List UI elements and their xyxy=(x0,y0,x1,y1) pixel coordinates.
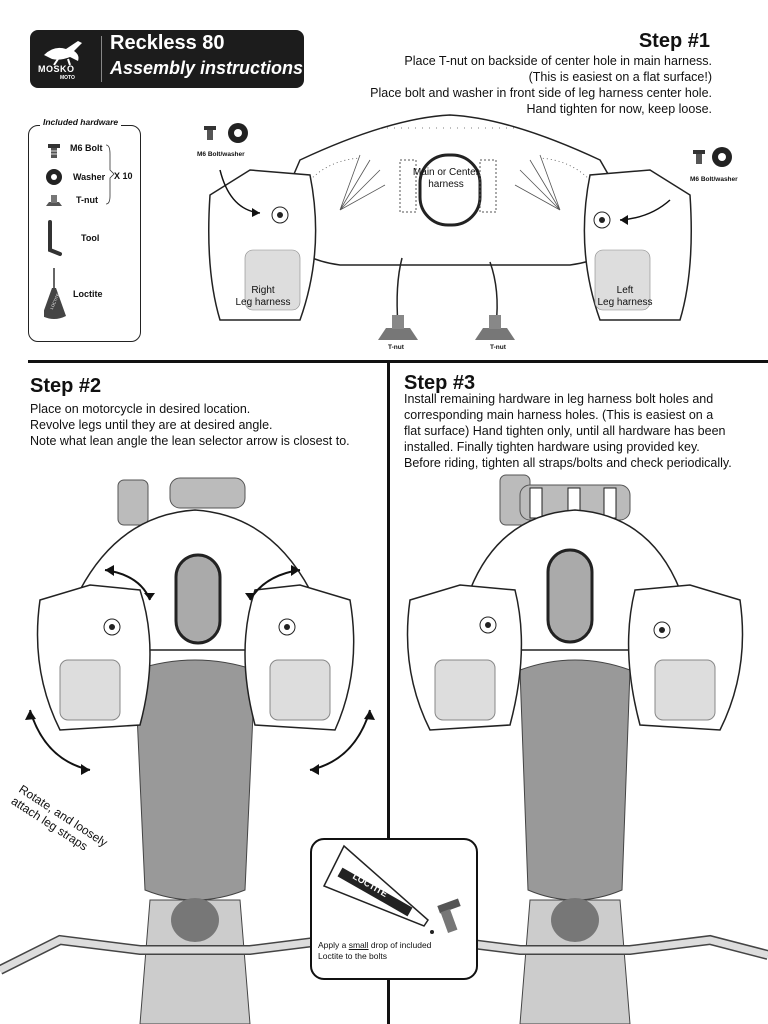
bolt-icon xyxy=(204,123,248,143)
step1-line: (This is easiest on a flat surface!) xyxy=(528,70,712,84)
step2-diagram xyxy=(0,477,387,1024)
step1-line: Hand tighten for now, keep loose. xyxy=(526,102,712,116)
bolt-icon xyxy=(48,144,60,158)
loctite-line-pre: Apply a xyxy=(318,940,349,950)
washer-icon xyxy=(46,169,62,185)
brand-divider xyxy=(101,36,102,82)
hw-tool-label: Tool xyxy=(81,233,100,243)
right-leg-line: Leg harness xyxy=(235,297,291,308)
right-leg-line: Right xyxy=(251,285,275,296)
step3-line: corresponding main harness holes. (This … xyxy=(404,408,714,422)
mosko-logo-icon xyxy=(44,41,82,66)
hw-washer-label: Washer xyxy=(73,172,106,182)
center-harness-label: Main or Center harness xyxy=(406,167,486,191)
loctite-tube-icon: LOCTITE xyxy=(322,844,461,934)
step2-line: Note what lean angle the lean selector a… xyxy=(30,434,350,448)
tnut-label-right: T-nut xyxy=(490,344,506,351)
center-label-line: harness xyxy=(428,179,464,190)
hw-bolt-label: M6 Bolt xyxy=(70,143,103,153)
left-leg-line: Left xyxy=(616,285,634,296)
loctite-line-post: drop of included xyxy=(368,940,432,950)
hardware-icons: LOCTITE xyxy=(44,144,115,319)
step3-line: installed. Finally tighten hardware usin… xyxy=(404,440,700,454)
right-leg-label: Right Leg harness xyxy=(228,285,298,309)
step2-heading: Step #2 xyxy=(30,375,102,397)
step2-line: Revolve legs until they are at desired a… xyxy=(30,418,273,432)
step1-heading: Step #1 xyxy=(638,30,710,52)
hardware-title: Included hardware xyxy=(40,117,122,127)
step1-diagram xyxy=(204,114,732,340)
horizontal-divider xyxy=(28,360,768,363)
tnut-icon xyxy=(46,195,62,206)
product-title: Reckless 80 xyxy=(110,32,225,54)
step2-text: Place on motorcycle in desired location.… xyxy=(30,401,380,449)
loctite-line-1: Apply a small drop of included xyxy=(318,940,468,951)
step2-line: Place on motorcycle in desired location. xyxy=(30,402,251,416)
step3-text: Install remaining hardware in leg harnes… xyxy=(404,391,764,471)
loctite-line-emphasis: small xyxy=(348,940,369,950)
tnut-icon xyxy=(378,315,418,340)
step1-line: Place bolt and washer in front side of l… xyxy=(370,86,712,100)
brand-name: MOSKO xyxy=(38,64,75,74)
step1-line: Place T-nut on backside of center hole i… xyxy=(404,54,712,68)
step3-line: flat surface) Hand tighten only, until a… xyxy=(404,424,726,438)
bolt-label-left: M6 Bolt/washer xyxy=(197,151,245,158)
brand-sub: MOTO xyxy=(60,75,75,81)
left-leg-line: Leg harness xyxy=(597,297,653,308)
vertical-divider xyxy=(387,363,390,1024)
tool-icon xyxy=(48,220,62,256)
step3-heading: Step #3 xyxy=(404,372,476,394)
bolt-icon xyxy=(437,898,461,934)
step3-line: Install remaining hardware in leg harnes… xyxy=(404,392,714,406)
loctite-instructions: Apply a small drop of included Loctite t… xyxy=(318,940,468,962)
page-subtitle: Assembly instructions xyxy=(110,58,304,78)
step3-line: Before riding, tighten all straps/bolts … xyxy=(404,456,732,470)
left-leg-label: Left Leg harness xyxy=(590,285,660,309)
tnut-icon xyxy=(475,315,515,340)
step3-diagram xyxy=(390,474,768,1024)
hw-quantity: X 10 xyxy=(114,171,133,181)
hw-tnut-label: T-nut xyxy=(76,195,98,205)
step1-text: Place T-nut on backside of center hole i… xyxy=(292,53,712,117)
tnut-label-left: T-nut xyxy=(388,344,404,351)
bolt-icon xyxy=(693,147,732,167)
center-label-line: Main or Center xyxy=(412,167,480,178)
loctite-tube-icon: LOCTITE xyxy=(44,268,66,319)
hw-loctite-label: Loctite xyxy=(73,289,103,299)
svg-text:LOCTITE: LOCTITE xyxy=(49,292,61,310)
loctite-line-2: Loctite to the bolts xyxy=(318,951,387,961)
bolt-label-right: M6 Bolt/washer xyxy=(690,176,738,183)
